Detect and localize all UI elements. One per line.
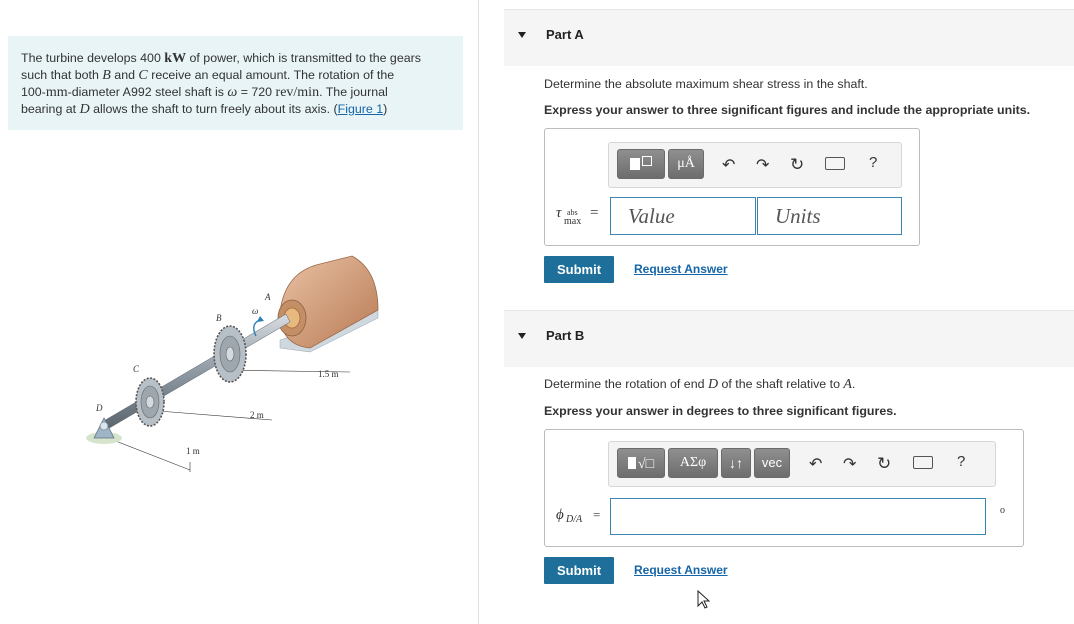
dim-1-5m: 1.5 m xyxy=(318,369,339,379)
angle-input[interactable] xyxy=(610,498,986,535)
help-button[interactable]: ? xyxy=(957,453,966,470)
redo-icon[interactable]: ↷ xyxy=(756,157,770,174)
part-a-question: Determine the absolute maximum shear str… xyxy=(544,77,868,91)
tau-label: τ xyxy=(556,205,562,221)
shaft-figure: A B C D ω 1.5 m 2 m 1 m xyxy=(86,255,379,472)
dim-1m: 1 m xyxy=(186,446,200,456)
redo-icon[interactable]: ↷ xyxy=(843,456,857,473)
equals-sign: = xyxy=(590,205,599,221)
symbols-button[interactable]: ΑΣφ xyxy=(668,448,718,478)
part-b-toolbar: √□ ΑΣφ ↓↑ vec ↶ ↷ ↻ ? xyxy=(608,441,996,487)
mouse-cursor-icon xyxy=(697,590,711,609)
phi-sub: D/A xyxy=(566,514,583,525)
reset-icon[interactable]: ↻ xyxy=(877,454,892,473)
part-a-submit-button[interactable]: Submit xyxy=(544,256,614,283)
undo-icon[interactable]: ↶ xyxy=(809,456,823,473)
templates-icon xyxy=(630,158,640,170)
part-b-instruction: Express your answer in degrees to three … xyxy=(544,404,897,418)
help-button[interactable]: ? xyxy=(869,154,878,171)
problem-pane: The turbine develops 400 kW of power, wh… xyxy=(0,0,478,624)
arrows-button[interactable]: ↓↑ xyxy=(721,448,751,478)
templates-button[interactable] xyxy=(617,149,665,179)
gear-c xyxy=(135,377,165,427)
collapse-caret-icon[interactable] xyxy=(518,32,526,38)
label-omega: ω xyxy=(252,306,258,316)
part-a-instruction: Express your answer to three significant… xyxy=(544,103,1031,117)
label-a: A xyxy=(264,292,271,302)
part-b-question: Determine the rotation of end D of the s… xyxy=(544,377,856,392)
phi-label: ϕ xyxy=(556,507,564,523)
keyboard-icon[interactable] xyxy=(913,456,933,469)
vec-button[interactable]: vec xyxy=(754,448,790,478)
label-c: C xyxy=(133,364,140,374)
tau-sub: max xyxy=(564,216,582,227)
units-button[interactable]: μÅ xyxy=(668,149,704,179)
figure-link[interactable]: Figure 1 xyxy=(337,102,384,116)
value-input[interactable]: Value xyxy=(610,197,756,235)
part-a-toolbar: μÅ ↶ ↷ ↻ ? xyxy=(608,142,902,188)
dim-2m: 2 m xyxy=(250,410,264,420)
degree-symbol: o xyxy=(1000,505,1005,516)
reset-icon[interactable]: ↻ xyxy=(790,155,805,174)
collapse-caret-icon[interactable] xyxy=(518,333,526,339)
label-b: B xyxy=(216,313,222,323)
part-b-submit-button[interactable]: Submit xyxy=(544,557,614,584)
part-a-request-answer-link[interactable]: Request Answer xyxy=(634,262,728,276)
pane-divider xyxy=(478,0,479,624)
part-a-answer-box: μÅ ↶ ↷ ↻ ? τ abs max = Value Units xyxy=(544,128,920,246)
equals-sign: = xyxy=(593,507,601,522)
part-b-title: Part B xyxy=(546,328,585,343)
label-d: D xyxy=(95,403,103,413)
problem-statement: The turbine develops 400 kW of power, wh… xyxy=(8,36,463,130)
part-b-header[interactable]: Part B xyxy=(504,310,1074,367)
templates-icon xyxy=(627,457,636,469)
templates-button[interactable]: √□ xyxy=(617,448,665,478)
gear-b xyxy=(213,325,247,383)
tau-sup: abs xyxy=(567,208,578,217)
part-a-title: Part A xyxy=(546,27,584,42)
part-b-request-answer-link[interactable]: Request Answer xyxy=(634,563,728,577)
units-input[interactable]: Units xyxy=(757,197,902,235)
part-b-answer-box: √□ ΑΣφ ↓↑ vec ↶ ↷ ↻ ? ϕ D/A = o xyxy=(544,429,1024,547)
part-a-header[interactable]: Part A xyxy=(504,9,1074,66)
undo-icon[interactable]: ↶ xyxy=(722,157,736,174)
keyboard-icon[interactable] xyxy=(825,157,845,170)
